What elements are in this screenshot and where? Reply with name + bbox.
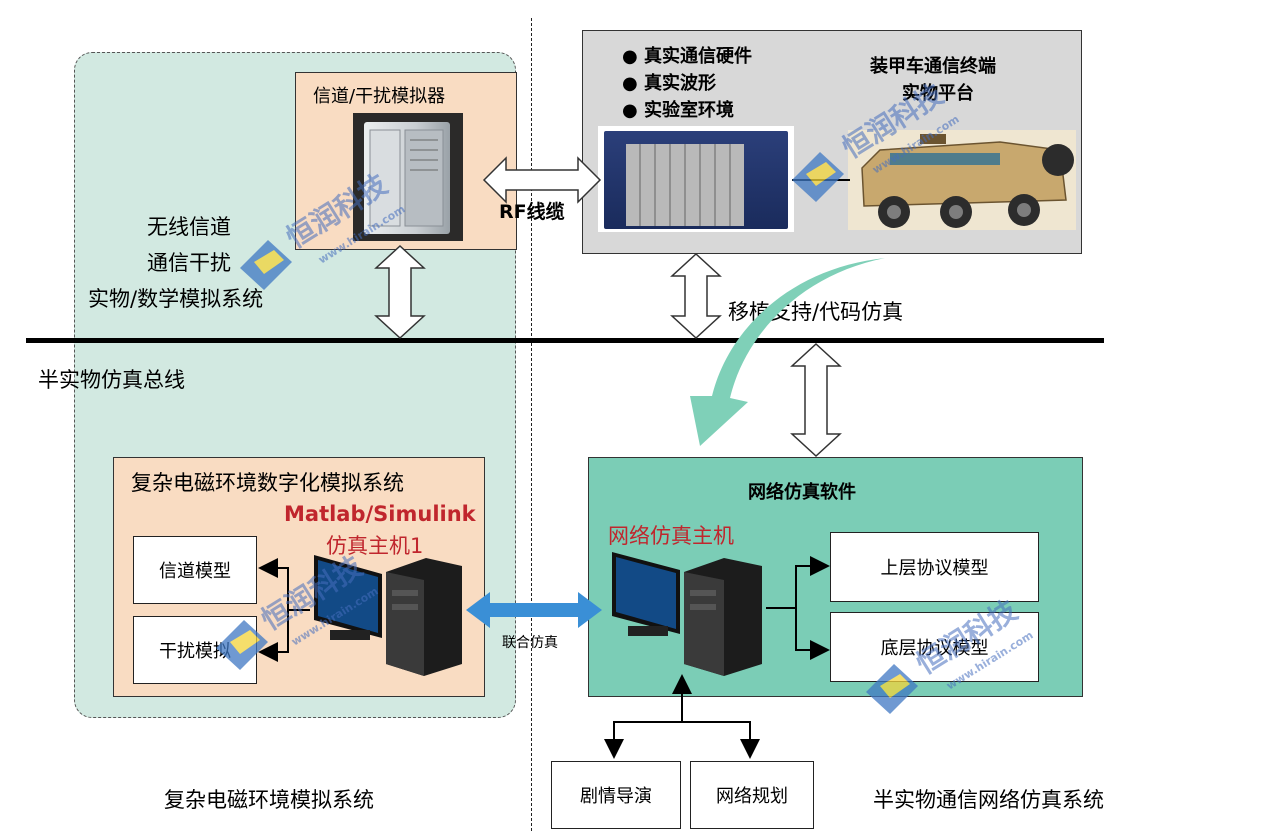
- bullet-text-1: 真实通信硬件: [643, 46, 752, 67]
- bullet-text-2: 真实波形: [643, 73, 716, 94]
- channel-model-box: 信道模型: [133, 536, 257, 604]
- left-text-line-2: 通信干扰: [147, 251, 231, 275]
- matlab-host-label-1: Matlab/Simulink: [284, 502, 476, 526]
- bullet-text-3: 实验室环境: [643, 100, 734, 121]
- lower-protocol-label: 底层协议模型: [880, 638, 989, 659]
- platform-title-line-2: 实物平台: [902, 83, 974, 104]
- left-bottom-caption: 复杂电磁环境模拟系统: [164, 788, 374, 812]
- network-planning-box: 网络规划: [690, 761, 814, 829]
- digital-system-title: 复杂电磁环境数字化模拟系统: [131, 471, 404, 495]
- region-divider: [531, 18, 532, 831]
- hardware-bullet-2: ● 真实波形: [622, 73, 716, 94]
- bus-to-network-arrow: [790, 342, 842, 458]
- upper-protocol-box: 上层协议模型: [830, 532, 1039, 602]
- hardware-bullet-1: ● 真实通信硬件: [622, 46, 752, 67]
- joint-sim-label: 联合仿真: [502, 635, 558, 651]
- scenario-director-box: 剧情导演: [551, 761, 681, 829]
- lower-protocol-box: 底层协议模型: [830, 612, 1039, 682]
- upper-protocol-label: 上层协议模型: [880, 558, 989, 579]
- rf-cable-label: RF线缆: [499, 201, 565, 223]
- armored-vehicle-icon: [861, 134, 1074, 228]
- right-bottom-caption: 半实物通信网络仿真系统: [873, 788, 1104, 812]
- network-pc-tower-icon: [684, 558, 762, 676]
- channel-model-label: 信道模型: [159, 561, 231, 582]
- network-planning-label: 网络规划: [716, 786, 788, 807]
- company-logo-watermark: [216, 152, 918, 714]
- matlab-pc-tower-icon: [386, 558, 462, 676]
- bus-label: 半实物仿真总线: [38, 368, 185, 392]
- simulator-title: 信道/干扰模拟器: [313, 86, 446, 107]
- left-text-line-3: 实物/数学模拟系统: [88, 287, 264, 311]
- interference-model-box: 干扰模拟: [133, 616, 257, 684]
- hardware-to-bus-arrow: [670, 252, 722, 340]
- scenario-director-label: 剧情导演: [580, 786, 652, 807]
- network-monitor-icon: [612, 552, 680, 636]
- joint-sim-arrow: [466, 592, 602, 628]
- rf-cable-arrow: [482, 156, 602, 204]
- network-host-label: 网络仿真主机: [608, 524, 734, 548]
- sim-to-bus-arrow: [374, 244, 426, 340]
- platform-title-line-1: 装甲车通信终端: [870, 56, 996, 77]
- rf-chassis-slots: [626, 144, 744, 226]
- network-software-title: 网络仿真软件: [748, 482, 856, 503]
- matlab-monitor-icon: [314, 555, 382, 640]
- interference-model-label: 干扰模拟: [159, 641, 231, 662]
- migration-curved-arrow: [690, 258, 885, 446]
- left-text-line-1: 无线信道: [147, 215, 231, 239]
- hardware-bullet-3: ● 实验室环境: [622, 100, 734, 121]
- matlab-host-label-2: 仿真主机1: [326, 534, 424, 558]
- channel-emulator-details: [369, 129, 444, 227]
- hil-bus-line: [26, 338, 1104, 343]
